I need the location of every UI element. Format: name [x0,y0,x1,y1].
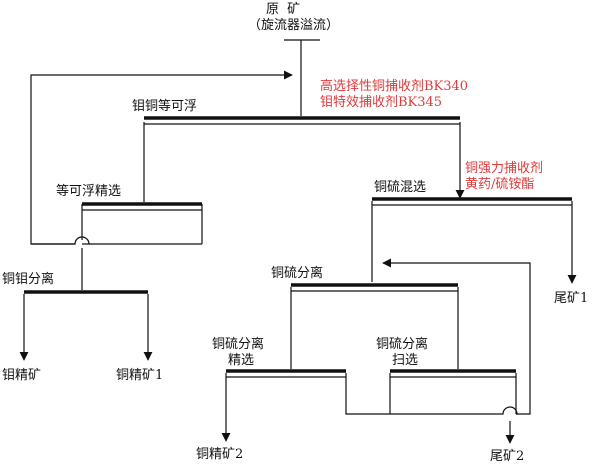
stage-bulk-flotation: 钼铜等可浮 [132,99,198,114]
scavenging-recycle [382,258,531,415]
tailings-2-line [390,406,517,443]
product-tailings-1: 尾矿1 [554,291,589,306]
reagent-cu-collector: 高选择性铜捕收剂BK340 [320,79,469,94]
feed-label: 原 矿 [266,2,303,17]
product-cu-concentrate-1: 铜精矿1 [116,368,164,383]
stage-bulk-cleaning: 等可浮精选 [56,184,122,199]
cu-s-cleaning-tail-line [345,373,390,415]
stage-cu-s-cleaning-line2: 精选 [228,353,255,368]
product-tailings-2: 尾矿2 [490,449,525,464]
reagent-xanthate: 黄药/硫铵酯 [465,177,535,192]
crossover-bump [31,236,90,245]
stage-cu-s-scavenging-line1: 铜硫分离 [376,337,429,352]
product-mo-concentrate: 钼精矿 [2,368,42,383]
stage-cu-s-bulk: 铜硫混选 [374,180,427,195]
reagent-mo-collector: 钼特效捕收剂BK345 [320,95,443,110]
stage-cu-mo-separation: 铜钼分离 [2,272,55,287]
stage-cu-s-scavenging-line2: 扫选 [392,353,419,368]
reagent-cu-strong-collector: 铜强力捕收剂 [465,161,544,176]
stage-cu-s-cleaning-line1: 铜硫分离 [212,337,265,352]
product-cu-concentrate-2: 铜精矿2 [196,447,244,462]
feed-sublabel: （旋流器溢流） [248,18,340,33]
stage-cu-s-separation: 铜硫分离 [271,266,324,281]
